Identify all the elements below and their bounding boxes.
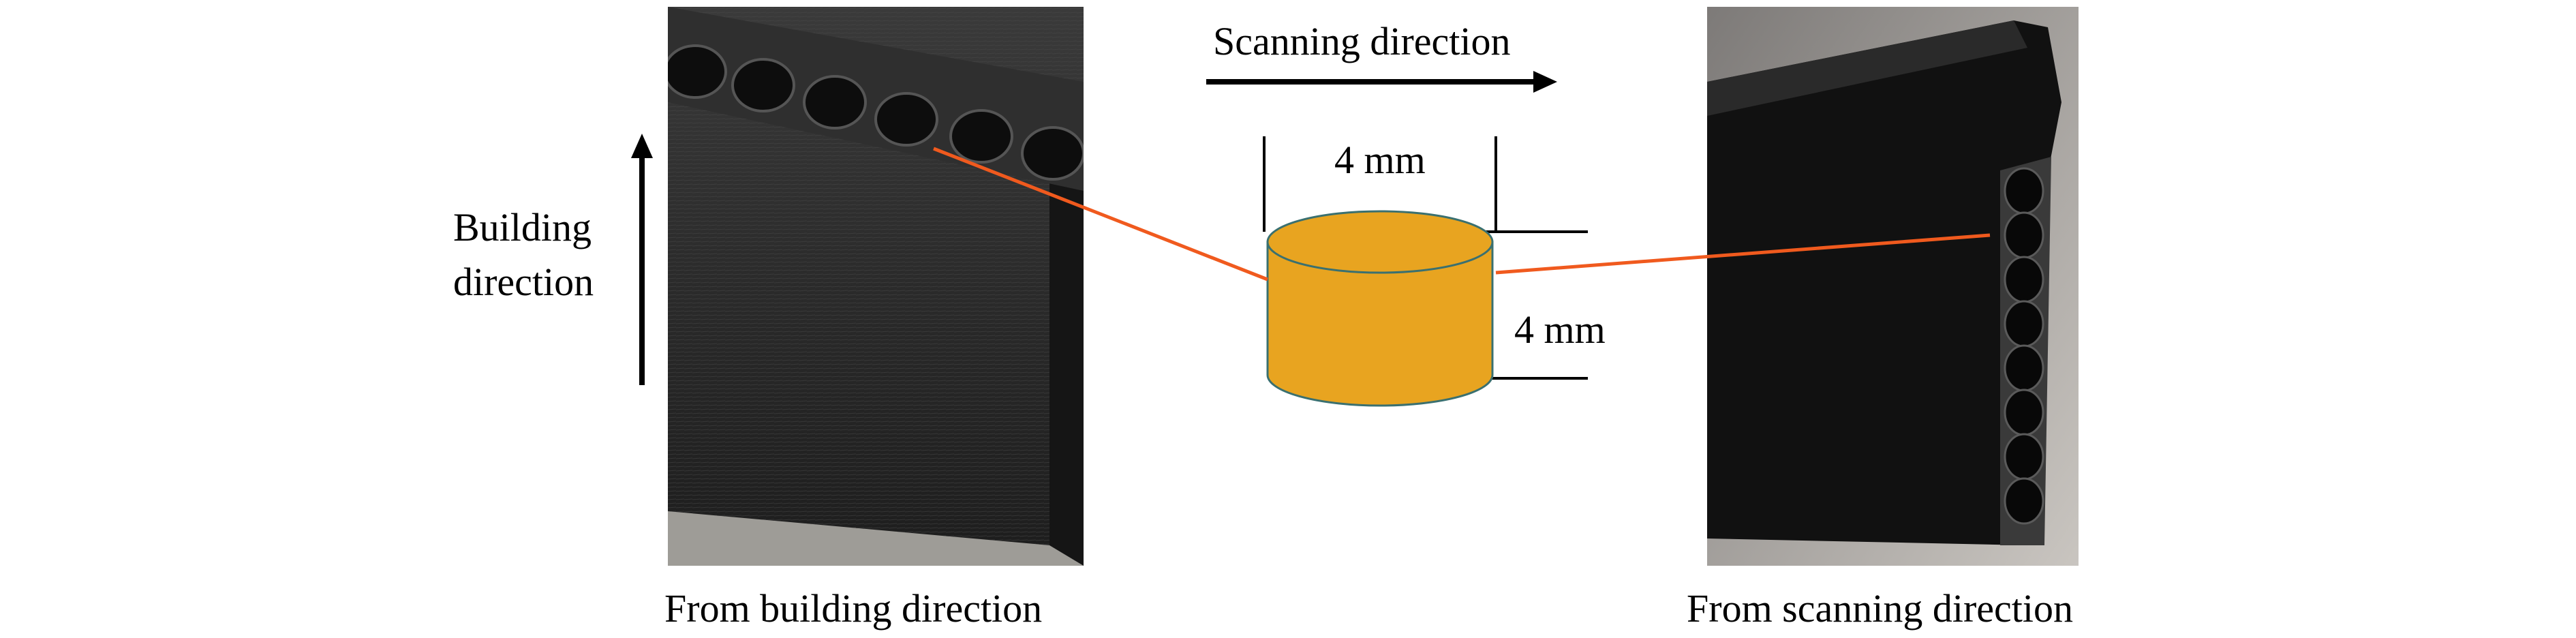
- building-direction-label-line1: Building: [453, 205, 592, 249]
- diameter-label: 4 mm: [1334, 138, 1426, 182]
- caption-building-direction: From building direction: [664, 586, 1043, 631]
- arrow-up-icon: [631, 134, 653, 385]
- photo-building-direction-image: [668, 7, 1084, 566]
- building-direction-label-line2: direction: [453, 260, 594, 304]
- photo-scanning-direction: [1707, 7, 2079, 566]
- caption-scanning-direction: From scanning direction: [1687, 586, 2074, 631]
- cylinder-specimen: [1266, 210, 1494, 407]
- connector-lines: [933, 147, 1991, 282]
- photo-scanning-direction-image: [1707, 7, 2079, 566]
- photo-building-direction: [668, 7, 1084, 566]
- diameter-dimension-lines: [1263, 136, 1497, 232]
- arrow-right-icon: [1206, 71, 1557, 93]
- height-label: 4 mm: [1514, 307, 1606, 352]
- scanning-direction-label: Scanning direction: [1213, 19, 1511, 63]
